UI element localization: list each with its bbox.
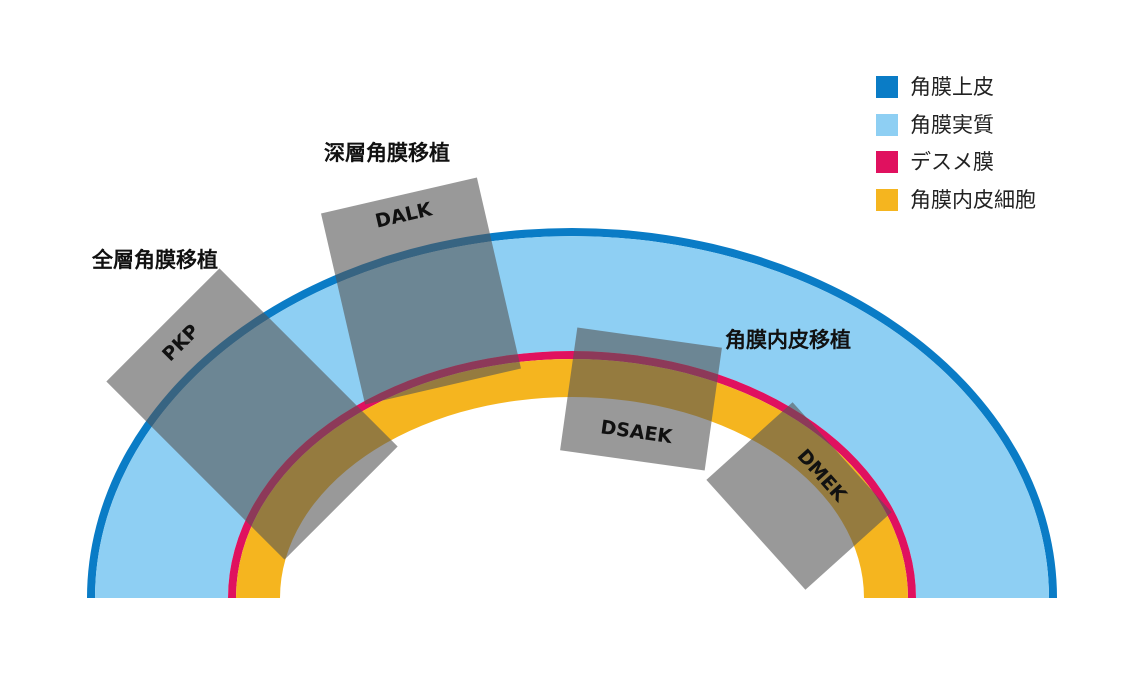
legend-item-epithelium: 角膜上皮: [876, 75, 994, 99]
dalk-heading: 深層角膜移植: [324, 141, 450, 165]
legend-swatch-descemet: [876, 151, 898, 173]
legend-item-endothelium: 角膜内皮細胞: [876, 188, 1036, 212]
legend-swatch-endothelium: [876, 189, 898, 211]
legend-label-descemet: デスメ膜: [910, 150, 994, 174]
legend: 角膜上皮 角膜実質 デスメ膜 角膜内皮細胞: [876, 75, 1036, 212]
legend-label-stroma: 角膜実質: [910, 113, 994, 137]
dalk-graft: DALK: [321, 177, 521, 405]
graft-overlays: PKP DALK DSAEK DMEK: [106, 177, 892, 590]
cornea-layers: [87, 228, 1057, 598]
layer-stroma: [95, 236, 1049, 598]
endothelial-heading: 角膜内皮移植: [725, 328, 851, 352]
legend-swatch-stroma: [876, 114, 898, 136]
legend-label-epithelium: 角膜上皮: [910, 75, 994, 99]
pkp-heading: 全層角膜移植: [91, 248, 218, 272]
pkp-graft: PKP: [106, 268, 398, 560]
legend-item-descemet: デスメ膜: [876, 150, 994, 174]
layer-endothelium: [236, 359, 908, 598]
legend-label-endothelium: 角膜内皮細胞: [910, 188, 1036, 212]
legend-swatch-epithelium: [876, 76, 898, 98]
dsaek-graft: DSAEK: [560, 327, 722, 471]
legend-item-stroma: 角膜実質: [876, 113, 994, 137]
